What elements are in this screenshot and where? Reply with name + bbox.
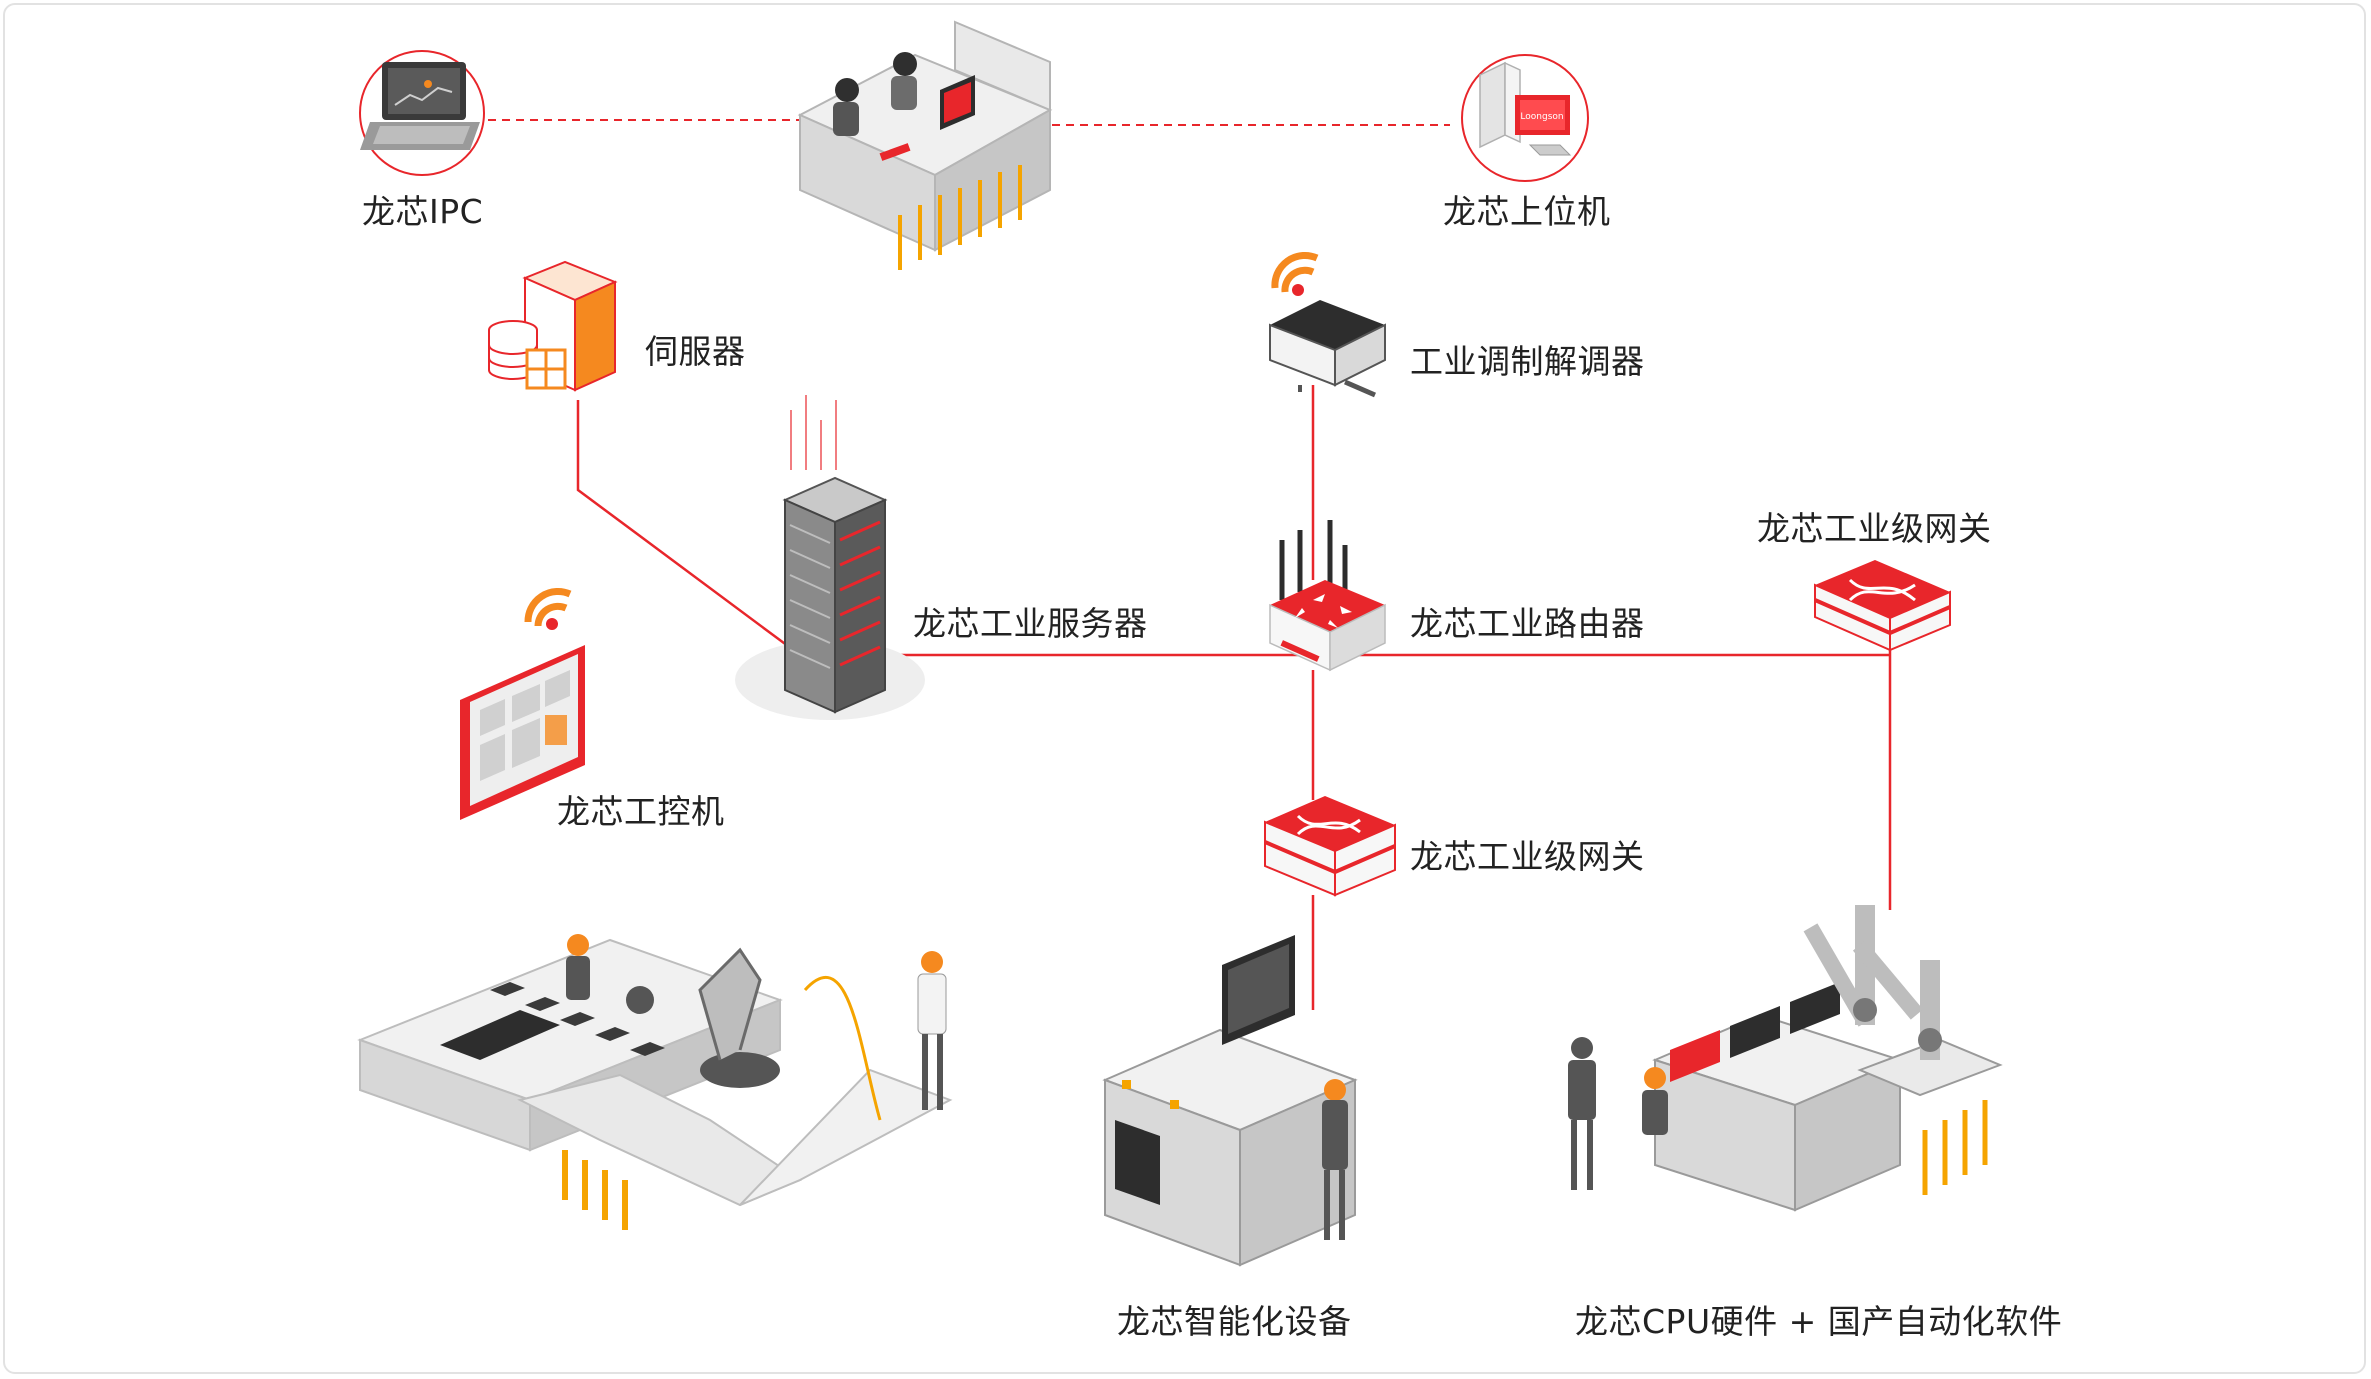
panel-pc-icon bbox=[460, 588, 585, 820]
laptop-icon bbox=[359, 50, 485, 176]
worker-figure bbox=[566, 934, 590, 1000]
label-modem: 工业调制解调器 bbox=[1410, 342, 1645, 381]
diagram-frame bbox=[3, 3, 2366, 1374]
label-ipc: 龙芯IPC bbox=[362, 192, 484, 231]
label-server: 龙芯工业服务器 bbox=[913, 604, 1148, 643]
desktop-computer-icon: Loongson bbox=[1461, 54, 1589, 182]
control-room-icon bbox=[797, 20, 1053, 270]
label-panel-pc: 龙芯工控机 bbox=[557, 792, 725, 831]
label-servo: 伺服器 bbox=[645, 332, 746, 371]
conveyor-line-icon bbox=[357, 934, 953, 1230]
robot-arm bbox=[1803, 905, 2003, 1097]
connections bbox=[488, 119, 1892, 1010]
svg-text:Loongson: Loongson bbox=[1520, 112, 1563, 122]
link-servo-server bbox=[576, 400, 801, 657]
bollards bbox=[898, 165, 1022, 270]
label-router: 龙芯工业路由器 bbox=[1410, 604, 1645, 643]
label-cpu-software: 龙芯CPU硬件 + 国产自动化软件 bbox=[1575, 1302, 2063, 1341]
servo-server-icon bbox=[488, 260, 618, 392]
control-room-icon bbox=[1568, 905, 2003, 1212]
router-icon bbox=[1269, 520, 1386, 672]
label-gateway-mid: 龙芯工业级网关 bbox=[1410, 837, 1645, 876]
label-host: 龙芯上位机 bbox=[1443, 192, 1611, 231]
gateway-icon bbox=[1264, 796, 1396, 897]
label-gateway-right: 龙芯工业级网关 bbox=[1757, 509, 1992, 548]
rack-server-icon bbox=[735, 395, 925, 720]
label-smart-device: 龙芯智能化设备 bbox=[1117, 1302, 1352, 1341]
modem-icon bbox=[1269, 251, 1386, 398]
engineer-figure bbox=[917, 951, 947, 1110]
cnc-machine-icon bbox=[1102, 935, 1358, 1267]
gateway-icon bbox=[1814, 560, 1951, 652]
